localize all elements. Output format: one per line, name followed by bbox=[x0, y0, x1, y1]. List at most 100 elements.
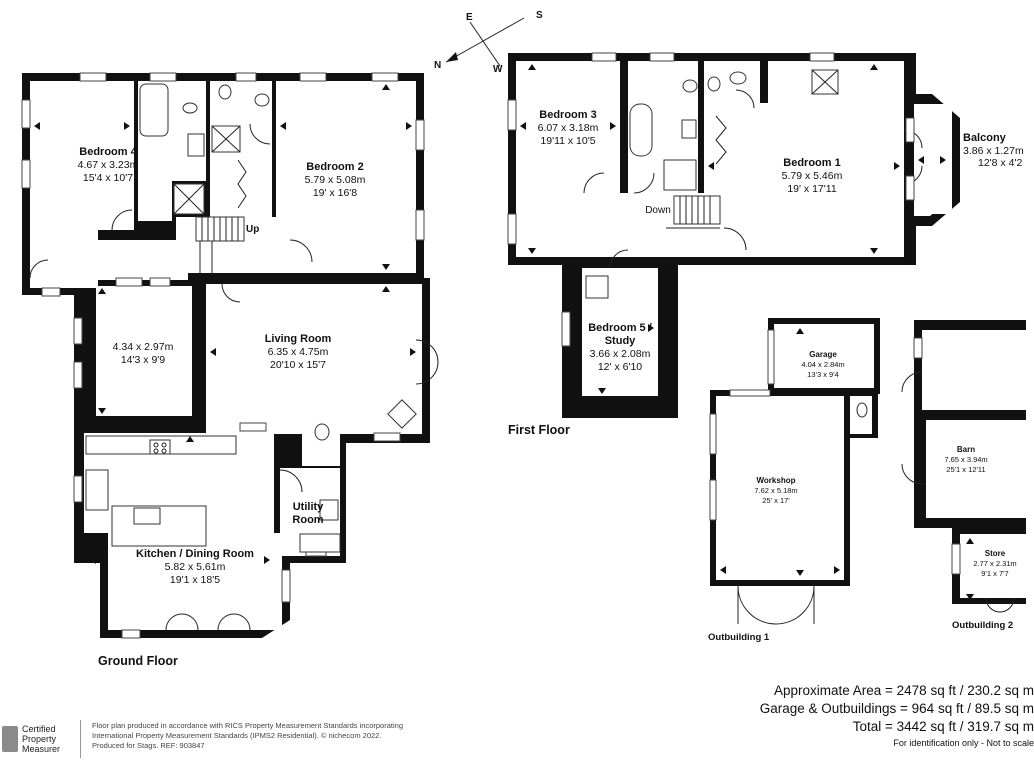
identification-note: For identification only - Not to scale bbox=[893, 738, 1034, 748]
first-floor-plan: Bedroom 3 6.07 x 3.18m 19'11 x 10'5 Bedr… bbox=[507, 52, 1024, 437]
utility-name-line2: Room bbox=[292, 514, 323, 526]
side-counter-icon bbox=[85, 469, 109, 511]
toilet-icon-6 bbox=[856, 402, 868, 418]
barn-metric: 7.65 x 3.94m bbox=[944, 455, 987, 464]
bedroom-1-imperial: 19' x 17'11 bbox=[787, 183, 837, 195]
living-room-metric: 6.35 x 4.75m bbox=[268, 346, 329, 358]
bedroom-4-imperial: 15'4 x 10'7 bbox=[83, 172, 133, 184]
store-imperial: 9'1 x 7'7 bbox=[981, 569, 1008, 578]
living-room-imperial: 20'10 x 15'7 bbox=[270, 359, 326, 371]
badge-line-1: Certified bbox=[22, 724, 56, 734]
rics-logo-icon bbox=[2, 726, 18, 752]
living-room-name: Living Room bbox=[265, 333, 332, 345]
balcony-imperial: 12'8 x 4'2 bbox=[978, 157, 1022, 169]
island-sink-icon bbox=[133, 507, 161, 525]
reception-imperial: 14'3 x 9'9 bbox=[121, 354, 165, 366]
balcony-metric: 3.86 x 1.27m bbox=[963, 145, 1024, 157]
total-area: Total = 3442 sq ft / 319.7 sq m bbox=[852, 719, 1034, 734]
sink-icon-2 bbox=[681, 119, 697, 139]
bedroom-2-name: Bedroom 2 bbox=[306, 161, 363, 173]
barn-upper-area bbox=[922, 330, 1026, 410]
reception-metric: 4.34 x 2.97m bbox=[113, 341, 174, 353]
workshop-name: Workshop bbox=[757, 476, 796, 485]
sink-icon bbox=[187, 133, 205, 157]
area-summary: Approximate Area = 2478 sq ft / 230.2 sq… bbox=[734, 682, 1034, 750]
toilet-icon-4 bbox=[682, 79, 698, 93]
garage-imperial: 13'3 x 9'4 bbox=[807, 370, 839, 379]
workshop-area bbox=[716, 396, 844, 580]
badge-line-2: Property bbox=[22, 734, 57, 744]
bathtub-icon bbox=[139, 83, 169, 137]
ground-floor-title: Ground Floor bbox=[98, 654, 178, 668]
footer-note-line-2: International Property Measurement Stand… bbox=[92, 731, 382, 740]
approximate-area: Approximate Area = 2478 sq ft / 230.2 sq… bbox=[773, 683, 1034, 698]
basin-icon bbox=[254, 93, 270, 107]
utility-name-line1: Utility bbox=[293, 501, 324, 513]
compass-w: W bbox=[493, 64, 503, 75]
bedroom-1-name: Bedroom 1 bbox=[783, 157, 840, 169]
compass-s: S bbox=[536, 10, 543, 21]
stairs-down-first bbox=[666, 195, 721, 229]
footer-note-line-1: Floor plan produced in accordance with R… bbox=[92, 721, 403, 730]
barn-area bbox=[926, 420, 1026, 518]
compass-rose: N E S W bbox=[434, 10, 543, 75]
outbuilding-1-plan: Garage 4.04 x 2.84m 13'3 x 9'4 Workshop … bbox=[708, 318, 880, 643]
footer-note: Floor plan produced in accordance with R… bbox=[92, 721, 482, 751]
skylight-icon-2 bbox=[585, 275, 609, 299]
living-room-area bbox=[206, 284, 422, 434]
bedroom-5-name-line1: Bedroom 5 / bbox=[588, 322, 652, 334]
toilet-icon-2 bbox=[218, 84, 232, 100]
bathtub-icon-2 bbox=[629, 103, 653, 157]
bedroom-4-name: Bedroom 4 bbox=[79, 146, 137, 158]
bedroom-5-name-line2: Study bbox=[605, 335, 636, 347]
store-metric: 2.77 x 2.31m bbox=[973, 559, 1016, 568]
footer-divider bbox=[80, 720, 81, 758]
stairs-up-label: Up bbox=[246, 224, 259, 235]
barn-name: Barn bbox=[957, 445, 975, 454]
bedroom-4-area bbox=[30, 81, 134, 230]
workshop-metric: 7.62 x 5.18m bbox=[754, 486, 797, 495]
workshop-imperial: 25' x 17' bbox=[762, 496, 790, 505]
toilet-icon-5 bbox=[707, 76, 721, 92]
toilet-icon bbox=[182, 102, 198, 114]
basin-icon-2 bbox=[729, 71, 747, 85]
toilet-icon-3 bbox=[314, 423, 330, 441]
garage-name: Garage bbox=[809, 350, 837, 359]
outbuilding-1-title: Outbuilding 1 bbox=[708, 632, 770, 643]
outbuilding-2-plan: Barn 7.65 x 3.94m 25'1 x 12'11 Store 2.7… bbox=[901, 320, 1026, 631]
stairs-up-ground bbox=[195, 216, 245, 275]
stairs-down-label: Down bbox=[645, 205, 671, 216]
store-name: Store bbox=[985, 549, 1006, 558]
badge-line-3: Measurer bbox=[22, 744, 61, 754]
ground-floor-plan: Bedroom 4 4.67 x 3.23m 15'4 x 10'7 Bedro… bbox=[21, 72, 439, 668]
bedroom-3-imperial: 19'11 x 10'5 bbox=[540, 135, 595, 147]
compass-e: E bbox=[466, 12, 473, 23]
bedroom-4-metric: 4.67 x 3.23m bbox=[78, 159, 139, 171]
bedroom-2-imperial: 19' x 16'8 bbox=[313, 187, 357, 199]
store-area bbox=[960, 534, 1026, 598]
kitchen-imperial: 19'1 x 18'5 bbox=[170, 574, 220, 586]
hob-icon bbox=[149, 439, 171, 455]
kitchen-metric: 5.82 x 5.61m bbox=[165, 561, 226, 573]
shower-icon-3 bbox=[663, 159, 697, 191]
outbuildings-area: Garage & Outbuildings = 964 sq ft / 89.5… bbox=[759, 701, 1034, 716]
bedroom-5-metric: 3.66 x 2.08m bbox=[590, 348, 651, 360]
bedroom-5-imperial: 12' x 6'10 bbox=[598, 361, 642, 373]
footer-note-line-3: Produced for Stags. REF: 903847 bbox=[92, 741, 205, 750]
reception-area bbox=[96, 286, 192, 416]
compass-n: N bbox=[434, 60, 441, 71]
fireplace-icon bbox=[387, 399, 417, 429]
outbuilding-2-title: Outbuilding 2 bbox=[952, 620, 1013, 631]
balcony-name: Balcony bbox=[963, 132, 1007, 144]
utility-sink-icon bbox=[319, 499, 339, 521]
first-floor-title: First Floor bbox=[508, 423, 570, 437]
kitchen-name: Kitchen / Dining Room bbox=[136, 548, 254, 560]
garage-area bbox=[774, 324, 874, 388]
garage-metric: 4.04 x 2.84m bbox=[801, 360, 844, 369]
bedroom-3-metric: 6.07 x 3.18m bbox=[538, 122, 599, 134]
bedroom-2-metric: 5.79 x 5.08m bbox=[305, 174, 366, 186]
bedroom-2-area bbox=[276, 81, 416, 273]
bedroom-1-metric: 5.79 x 5.46m bbox=[782, 170, 843, 182]
bedroom-3-name: Bedroom 3 bbox=[539, 109, 596, 121]
